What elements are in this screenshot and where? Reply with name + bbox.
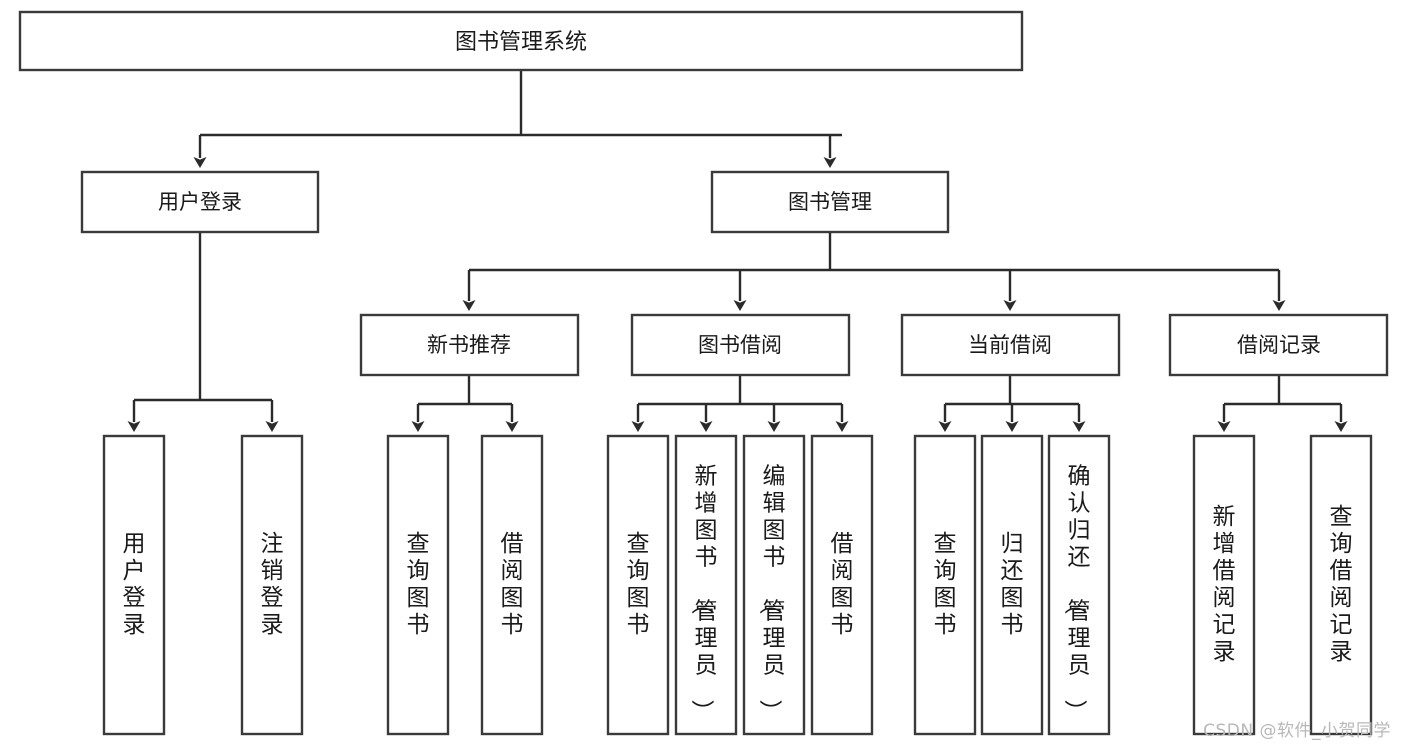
leaf-box[interactable] [386,434,450,736]
book-management-box[interactable] [710,170,950,234]
book-borrow-box[interactable] [630,313,851,377]
leaf-box[interactable] [913,434,977,736]
leaf-node[interactable]: 借阅图书 [480,434,544,736]
leaf-node[interactable]: 注销登录 [240,434,304,736]
node-current-borrow[interactable]: 当前借阅 [900,313,1121,377]
node-user-login[interactable]: 用户登录 [80,170,320,234]
leaf-label: 用户登录 [123,531,146,638]
leaf-box[interactable] [1192,434,1256,736]
leaf-node[interactable]: 查询借阅记录 [1309,434,1373,736]
leaf-box[interactable] [606,434,670,736]
leaf-node[interactable]: 新增借阅记录 [1192,434,1256,736]
leaf-box[interactable] [810,434,874,736]
book-borrow-label: 图书借阅 [698,333,782,357]
new-book-recommend-label: 新书推荐 [427,333,511,357]
leaf-label: 新增借阅记录 [1213,504,1236,665]
leaf-layer: 用户登录 注销登录 查询图书 借阅图书 查询图书 新增图书（管理员） 编辑图书（管理员） 借阅… [102,434,1373,736]
borrow-records-box[interactable] [1168,313,1389,377]
node-borrow-records[interactable]: 借阅记录 [1168,313,1389,377]
leaf-node[interactable]: 借阅图书 [810,434,874,736]
leaf-node[interactable]: 用户登录 [102,434,166,736]
leaf-node[interactable]: 归还图书 [980,434,1044,736]
leaf-label: 归还图书 [1001,531,1024,638]
leaf-box[interactable] [480,434,544,736]
root-box[interactable] [18,10,1024,72]
leaf-label: 编辑图书（管理员） [757,464,786,723]
user-login-label: 用户登录 [158,190,242,214]
leaf-label: 借阅图书 [501,531,524,638]
leaf-node[interactable]: 编辑图书（管理员） [742,434,806,736]
leaf-label: 查询借阅记录 [1330,504,1353,665]
node-book-management[interactable]: 图书管理 [710,170,950,234]
leaf-node[interactable]: 确认归还（管理员） [1047,434,1111,736]
leaf-label: 查询图书 [407,531,430,638]
leaf-node[interactable]: 新增图书（管理员） [674,434,738,736]
leaf-node[interactable]: 查询图书 [606,434,670,736]
book-management-label: 图书管理 [788,190,872,214]
node-root[interactable]: 图书管理系统 [18,10,1024,72]
leaf-label: 查询图书 [627,531,650,638]
leaf-box[interactable] [1309,434,1373,736]
leaf-box[interactable] [240,434,304,736]
leaf-box[interactable] [674,434,738,736]
user-login-box[interactable] [80,170,320,234]
leaf-label: 确认归还（管理员） [1062,464,1091,723]
leaf-box[interactable] [1047,434,1111,736]
leaf-box[interactable] [980,434,1044,736]
leaf-label: 新增图书（管理员） [689,464,718,723]
leaf-node[interactable]: 查询图书 [913,434,977,736]
leaf-node[interactable]: 查询图书 [386,434,450,736]
leaf-label: 查询图书 [934,531,957,638]
leaf-label: 注销登录 [261,531,284,638]
current-borrow-label: 当前借阅 [968,333,1052,357]
node-book-borrow[interactable]: 图书借阅 [630,313,851,377]
leaf-label: 借阅图书 [831,531,854,638]
leaf-box[interactable] [742,434,806,736]
borrow-records-label: 借阅记录 [1237,333,1321,357]
root-label: 图书管理系统 [455,30,587,55]
current-borrow-box[interactable] [900,313,1121,377]
new-book-recommend-box[interactable] [359,313,580,377]
node-new-book-recommend[interactable]: 新书推荐 [359,313,580,377]
edge-layer [127,70,1348,432]
leaf-box[interactable] [102,434,166,736]
